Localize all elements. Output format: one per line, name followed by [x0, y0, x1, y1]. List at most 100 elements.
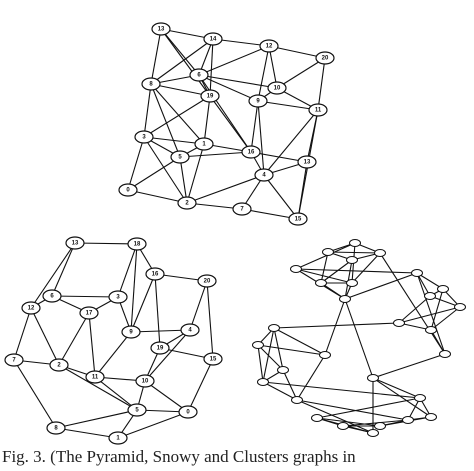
clusters-node [319, 351, 331, 359]
pyramid-node-ellipse [259, 39, 279, 53]
snowy-node: 1 [108, 431, 128, 445]
pyramid-node-ellipse [241, 145, 261, 159]
clusters-node-ellipse [311, 414, 323, 422]
clusters-edge [430, 288, 444, 331]
pyramid-node-ellipse [200, 89, 220, 103]
clusters-edge [320, 251, 329, 284]
pyramid-edge [268, 45, 278, 89]
snowy-edge [189, 280, 208, 331]
snowy-node-label: 18 [134, 242, 141, 248]
snowy-edge [130, 243, 138, 333]
clusters-edge [295, 268, 418, 274]
pyramid-edge [127, 189, 188, 204]
clusters-node [322, 248, 334, 256]
clusters-node-ellipse [322, 248, 334, 256]
pyramid-node: 15 [288, 212, 308, 226]
pyramid-edge [209, 38, 214, 97]
clusters-edge [324, 298, 346, 356]
pyramid-edge [150, 83, 205, 145]
snowy-node: 9 [121, 325, 141, 339]
snowy-node-ellipse [150, 341, 170, 355]
pyramid-edge [179, 156, 188, 204]
pyramid-node: 16 [241, 145, 261, 159]
pyramid-edge [257, 45, 270, 102]
clusters-node [290, 265, 302, 273]
clusters-node-ellipse [393, 319, 405, 327]
clusters-node [411, 269, 423, 277]
clusters-edge [296, 399, 374, 434]
snowy-edge [144, 380, 189, 413]
snowy-node-label: 7 [12, 358, 16, 364]
pyramid-node-ellipse [308, 103, 328, 117]
pyramid-node: 5 [170, 150, 190, 164]
snowy-node: 17 [79, 306, 99, 320]
pyramid-node: 6 [189, 68, 209, 82]
pyramid-node-label: 8 [149, 82, 153, 88]
clusters-node [268, 324, 280, 332]
pyramid-edge [263, 109, 319, 176]
pyramid-edge [257, 100, 265, 176]
snowy-node: 6 [42, 289, 62, 303]
clusters-node-ellipse [425, 413, 437, 421]
pyramid-edge [150, 83, 211, 97]
snowy-node-ellipse [197, 274, 217, 288]
clusters-edge [273, 322, 400, 329]
clusters-node [367, 429, 379, 437]
pyramid-node-ellipse [203, 32, 223, 46]
pyramid-node: 3 [134, 130, 154, 144]
clusters-graph [252, 239, 466, 437]
pyramid-edge [127, 136, 145, 191]
clusters-node [346, 256, 358, 264]
clusters-node-ellipse [291, 396, 303, 404]
pyramid-edge [143, 95, 211, 138]
pyramid-node: 8 [141, 77, 161, 91]
pyramid-node-ellipse [254, 168, 274, 182]
clusters-edge [351, 252, 381, 284]
clusters-node [454, 303, 466, 311]
snowy-edge [117, 411, 189, 439]
clusters-node [393, 319, 405, 327]
clusters-node [252, 341, 264, 349]
clusters-node-ellipse [424, 292, 436, 300]
clusters-edge [344, 259, 353, 300]
snowy-node-ellipse [85, 370, 105, 384]
clusters-edge [273, 327, 284, 371]
clusters-node [424, 292, 436, 300]
pyramid-node-label: 16 [248, 150, 255, 156]
pyramid-node-label: 14 [210, 37, 217, 43]
snowy-node-ellipse [127, 403, 147, 417]
clusters-node-ellipse [252, 341, 264, 349]
pyramid-node: 20 [315, 51, 335, 65]
snowy-edge [51, 242, 76, 297]
clusters-edge [296, 399, 409, 421]
pyramid-node-label: 0 [126, 188, 130, 194]
clusters-node [402, 416, 414, 424]
snowy-node: 20 [197, 274, 217, 288]
pyramid-node-label: 1 [202, 142, 206, 148]
snowy-node-ellipse [42, 289, 62, 303]
clusters-node [349, 239, 361, 247]
pyramid-node-ellipse [232, 202, 252, 216]
pyramid-node-label: 7 [240, 207, 244, 213]
clusters-node [291, 396, 303, 404]
pyramid-edge [150, 28, 162, 85]
snowy-node-label: 2 [57, 363, 61, 369]
snowy-node: 3 [108, 290, 128, 304]
snowy-edge [94, 376, 138, 411]
pyramid-edge [186, 174, 265, 204]
pyramid-node-label: 11 [315, 108, 322, 114]
clusters-node-ellipse [374, 249, 386, 257]
snowy-edge [55, 409, 138, 429]
snowy-node-ellipse [65, 236, 85, 250]
snowy-node-ellipse [180, 323, 200, 337]
clusters-edge [257, 344, 284, 371]
snowy-edge [144, 329, 191, 382]
pyramid-edge [160, 28, 200, 76]
snowy-node-label: 4 [188, 328, 192, 334]
clusters-edge [398, 295, 431, 324]
pyramid-edge [203, 95, 211, 145]
pyramid-node-ellipse [141, 77, 161, 91]
pyramid-edge [179, 151, 252, 158]
clusters-edge [344, 272, 418, 300]
